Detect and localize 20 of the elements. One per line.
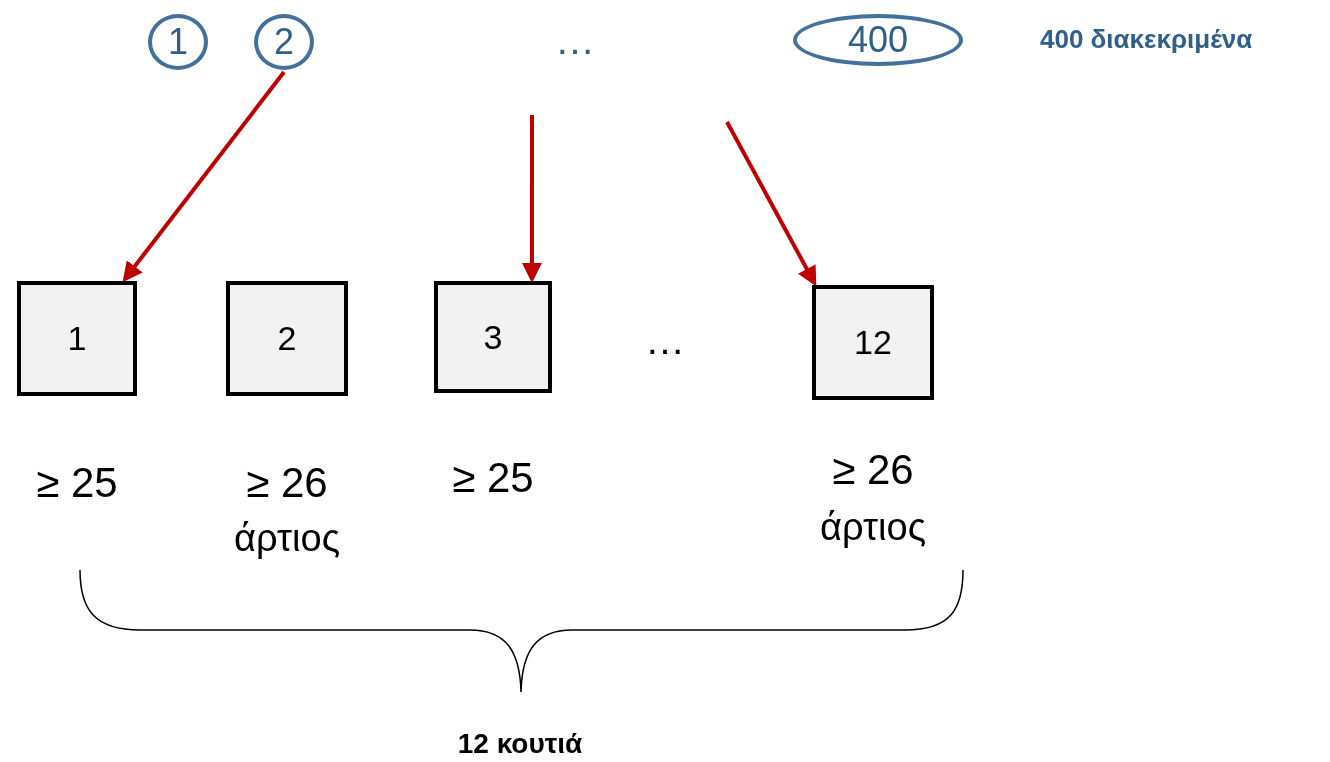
parity-label: άρτιος [233,516,341,561]
numbered-box: 2 [226,281,348,396]
condition-label: ≥ 26 [245,458,329,508]
numbered-box: 1 [17,281,137,396]
brace-label: 12 κουτιά [456,728,584,760]
arrow [122,70,286,283]
arrow [521,115,542,283]
numbered-box: 3 [434,281,552,393]
ellipsis: … [554,18,596,63]
arrow [725,121,817,287]
ellipsis: … [644,318,686,363]
number-circle: 1 [148,14,208,70]
parity-label: άρτιος [819,505,927,550]
number-ellipse: 400 [793,14,963,66]
number-circle: 2 [254,14,314,70]
annotation-text: 400 διακεκριμένα [1040,24,1254,55]
condition-label: ≥ 25 [451,453,535,503]
condition-label: ≥ 26 [831,445,915,495]
condition-label: ≥ 25 [35,458,119,508]
numbered-box: 12 [812,285,934,400]
